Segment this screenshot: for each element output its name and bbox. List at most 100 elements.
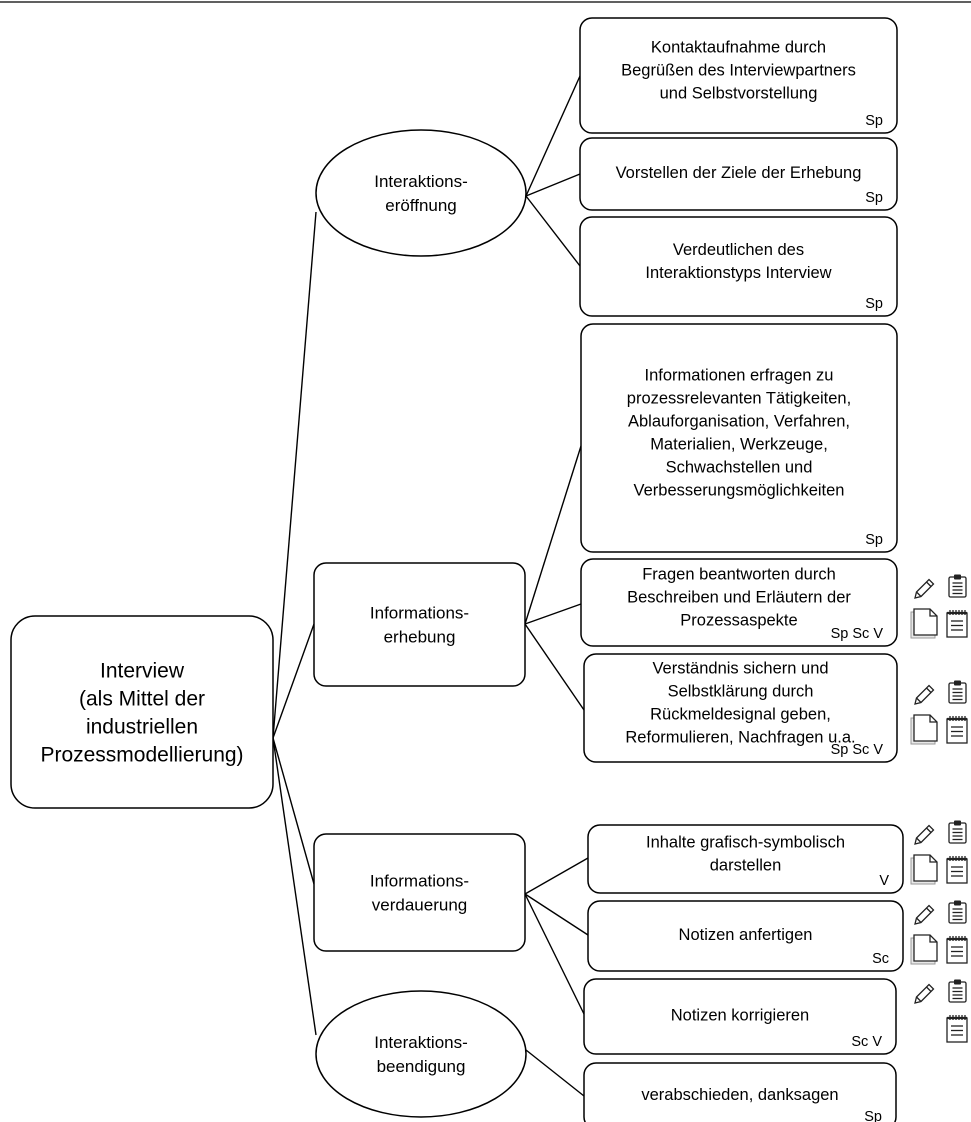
step-label-4-line: Verbesserungsmöglichkeiten — [634, 481, 845, 499]
edge-root-erhebung — [272, 623, 315, 739]
step-7-clipboard-icon — [948, 820, 967, 844]
root-node — [10, 615, 274, 809]
step-label-3-line: Verdeutlichen des — [673, 241, 804, 259]
edge-verdauerung-step-7 — [524, 857, 589, 895]
step-node-4 — [580, 323, 898, 553]
step-5-pencil-icon — [914, 578, 935, 599]
step-label-8: Notizen anfertigen — [679, 926, 813, 944]
step-5-clipboard-icon — [948, 574, 967, 598]
step-8-notepad-icon — [946, 936, 968, 964]
phase-label-beendigung: Interaktions-beendigung — [374, 1033, 468, 1076]
edge-eroeffnung-step-2 — [525, 173, 581, 197]
step-label-2: Vorstellen der Ziele der Erhebung — [616, 164, 862, 182]
step-label-5-line: Beschreiben und Erläutern der — [627, 588, 851, 606]
step-5-pages-icon — [910, 608, 938, 639]
step-label-6-line: Selbstklärung durch — [668, 682, 814, 700]
phase-label-beendigung-line: Interaktions- — [374, 1033, 468, 1052]
step-label-6-line: Reformulieren, Nachfragen u.a. — [625, 728, 855, 746]
edge-beendigung-step-10 — [525, 1049, 585, 1097]
step-tag-1: Sp — [865, 113, 883, 129]
edge-erhebung-step-6 — [524, 623, 585, 711]
phase-label-verdauerung: Informations-verdauerung — [370, 871, 469, 914]
phase-node-eroeffnung — [315, 129, 527, 257]
root-label-line: (als Mittel der — [79, 687, 205, 710]
step-node-1 — [579, 17, 898, 134]
step-7-notepad-icon — [946, 856, 968, 884]
step-9-clipboard-icon — [948, 979, 967, 1003]
phase-label-erhebung-line: erhebung — [384, 627, 456, 646]
step-label-6-line: Rückmeldesignal geben, — [650, 705, 831, 723]
step-tag-5: Sp Sc V — [831, 626, 884, 642]
step-label-4-line: Schwachstellen und — [666, 458, 813, 476]
step-node-5 — [580, 558, 898, 647]
phase-label-eroeffnung-line: Interaktions- — [374, 172, 468, 191]
root-label-line: Prozessmodellierung) — [40, 743, 243, 766]
phase-label-verdauerung-line: Informations- — [370, 871, 469, 890]
tool-icons — [910, 574, 968, 1043]
step-node-10 — [583, 1062, 897, 1122]
step-6-notepad-icon — [946, 716, 968, 744]
step-label-5-line: Fragen beantworten durch — [642, 565, 836, 583]
edge-root-eroeffnung — [272, 211, 317, 739]
step-8-pencil-icon — [914, 904, 935, 925]
step-label-3-line: Interaktionstyps Interview — [645, 264, 831, 282]
step-tag-4: Sp — [865, 532, 883, 548]
edge-root-verdauerung — [272, 737, 315, 885]
phase-label-eroeffnung: Interaktions-eröffnung — [374, 172, 468, 215]
step-label-4-line: prozessrelevanten Tätigkeiten, — [627, 389, 851, 407]
step-tag-10: Sp — [864, 1109, 882, 1122]
step-label-2-line: Vorstellen der Ziele der Erhebung — [616, 164, 862, 182]
step-node-9 — [583, 978, 897, 1055]
step-9-pencil-icon — [914, 983, 935, 1004]
step-node-6 — [583, 653, 898, 763]
step-tag-7: V — [879, 873, 889, 889]
step-5-notepad-icon — [946, 610, 968, 638]
step-6-pages-icon — [910, 714, 938, 745]
step-label-10-line: verabschieden, danksagen — [641, 1086, 838, 1104]
phase-label-erhebung: Informations-erhebung — [370, 603, 469, 646]
step-label-4: Informationen erfragen zu prozessrelevant… — [627, 366, 851, 499]
step-label-5-line: Prozessaspekte — [680, 611, 797, 629]
step-label-1-line: und Selbstvorstellung — [660, 84, 818, 102]
phase-label-verdauerung-line: verdauerung — [372, 895, 467, 914]
step-label-7: Inhalte grafisch-symbolisch darstellen — [646, 833, 845, 874]
phase-node-verdauerung — [313, 833, 526, 952]
step-8-clipboard-icon — [948, 900, 967, 924]
step-label-1-line: Begrüßen des Interviewpartners — [621, 61, 856, 79]
edge-root-beendigung — [272, 737, 317, 1036]
step-9-notepad-icon — [946, 1015, 968, 1043]
step-tag-2: Sp — [865, 190, 883, 206]
step-label-7-line: Inhalte grafisch-symbolisch — [646, 833, 845, 851]
step-node-2 — [579, 137, 898, 211]
edge-erhebung-step-4 — [524, 445, 582, 625]
step-label-4-line: Informationen erfragen zu — [645, 366, 834, 384]
step-7-pencil-icon — [914, 824, 935, 845]
step-tag-3: Sp — [865, 296, 883, 312]
step-label-8-line: Notizen anfertigen — [679, 926, 813, 944]
step-label-7-line: darstellen — [710, 856, 782, 874]
step-node-3 — [579, 216, 898, 317]
root-label-line: industriellen — [86, 715, 198, 738]
step-6-clipboard-icon — [948, 680, 967, 704]
step-label-9: Notizen korrigieren — [671, 1006, 809, 1024]
phase-label-erhebung-line: Informations- — [370, 603, 469, 622]
edge-erhebung-step-5 — [524, 603, 582, 625]
step-8-pages-icon — [910, 934, 938, 965]
phase-label-eroeffnung-line: eröffnung — [385, 196, 457, 215]
step-tag-6: Sp Sc V — [831, 742, 884, 758]
step-node-7 — [587, 824, 904, 894]
phase-node-erhebung — [313, 562, 526, 687]
edge-eroeffnung-step-1 — [525, 75, 581, 197]
phase-label-beendigung-line: beendigung — [377, 1057, 466, 1076]
step-label-4-line: Ablauforganisation, Verfahren, — [628, 412, 850, 430]
root-label-line: Interview — [100, 659, 185, 682]
step-label-9-line: Notizen korrigieren — [671, 1006, 809, 1024]
step-node-8 — [587, 900, 904, 972]
